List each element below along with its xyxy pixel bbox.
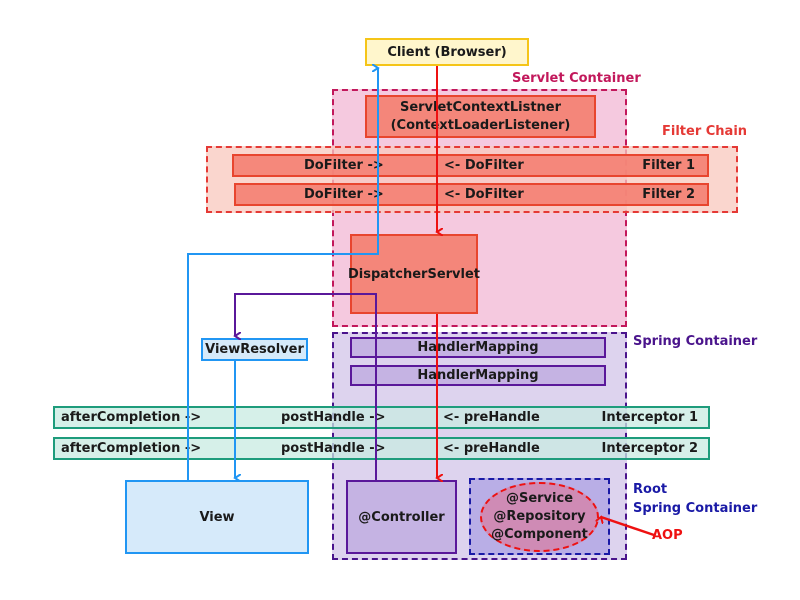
filter-2-forward: DoFilter -> (304, 187, 384, 202)
context-listener-line2: (ContextLoaderListener) (390, 117, 571, 133)
bean-service: @Service (505, 491, 574, 506)
aop-label: AOP (652, 528, 683, 543)
bean-repository: @Repository (493, 509, 586, 524)
root-container-title-line1: Root (633, 482, 668, 497)
servlet-container-title: Servlet Container (512, 71, 641, 86)
filter-row-1: DoFilter -> <- DoFilter Filter 1 (232, 154, 709, 177)
bean-ellipse: @Service @Repository @Component (480, 482, 599, 552)
dispatcher-servlet-box: DispatcherServlet (348, 234, 480, 314)
interceptor-1-pre: <- preHandle (443, 410, 540, 425)
interceptor-1-name: Interceptor 1 (601, 410, 699, 425)
interceptor-2-post: postHandle -> (281, 441, 386, 456)
interceptor-row-2: afterCompletion -> postHandle -> <- preH… (53, 437, 710, 460)
filter-1-backward: <- DoFilter (444, 158, 524, 173)
view-resolver-box: ViewResolver (201, 338, 308, 361)
filter-chain-title: Filter Chain (662, 124, 748, 139)
interceptor-row-1: afterCompletion -> postHandle -> <- preH… (53, 406, 710, 429)
interceptor-1-after: afterCompletion -> (61, 410, 202, 425)
view-box: View (125, 480, 309, 554)
filter-1-forward: DoFilter -> (304, 158, 384, 173)
root-container-title-line2: Spring Container (633, 501, 758, 516)
root-container-title: Root Spring Container (633, 480, 757, 518)
filter-1-name: Filter 1 (642, 158, 695, 173)
interceptor-2-name: Interceptor 2 (601, 441, 699, 456)
servlet-context-listener-box: ServletContextListner (ContextLoaderList… (365, 95, 596, 138)
filter-row-2: DoFilter -> <- DoFilter Filter 2 (234, 183, 709, 206)
filter-2-backward: <- DoFilter (444, 187, 524, 202)
interceptor-1-post: postHandle -> (281, 410, 386, 425)
interceptor-2-after: afterCompletion -> (61, 441, 202, 456)
spring-container-title: Spring Container (633, 334, 758, 349)
client-browser-box: Client (Browser) (365, 38, 529, 66)
handler-mapping-2: HandlerMapping (350, 365, 606, 386)
bean-component: @Component (491, 527, 588, 542)
controller-box: @Controller (346, 480, 457, 554)
context-listener-line1: ServletContextListner (399, 99, 562, 115)
handler-mapping-1: HandlerMapping (350, 337, 606, 358)
interceptor-2-pre: <- preHandle (443, 441, 540, 456)
filter-2-name: Filter 2 (642, 187, 695, 202)
